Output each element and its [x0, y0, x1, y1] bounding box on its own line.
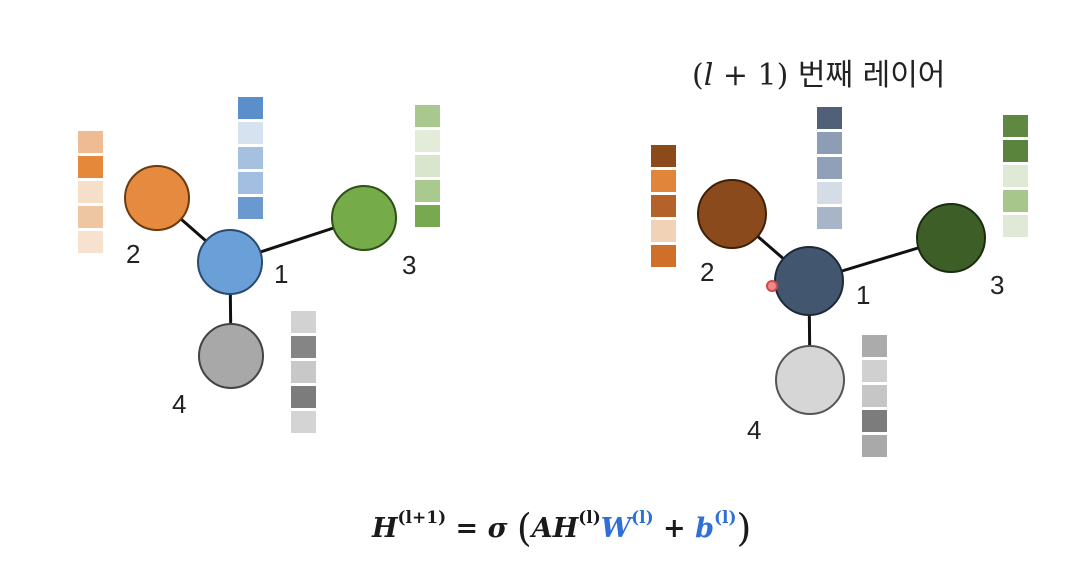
formula-W-sup: (l): [631, 508, 654, 528]
feature-cell: [651, 145, 676, 167]
node-label-3: 3: [990, 270, 1004, 300]
node-3: [916, 203, 986, 273]
node-1: [774, 246, 844, 316]
feature-cell: [291, 336, 316, 358]
title-math-rest: + 1): [713, 58, 789, 93]
node-label-1: 1: [856, 280, 870, 310]
title-var: l: [703, 58, 714, 93]
formula-H: H: [552, 513, 579, 544]
feature-cell: [651, 195, 676, 217]
formula-sigma: σ: [487, 513, 508, 544]
feature-cell: [862, 360, 887, 382]
title-math: (l + 1): [692, 58, 788, 93]
node-label-2: 2: [700, 257, 714, 287]
feature-cell: [862, 410, 887, 432]
feature-cell: [415, 155, 440, 177]
feature-vector-node-2: [651, 145, 676, 267]
feature-cell: [862, 435, 887, 457]
formula-plus: +: [653, 513, 696, 544]
feature-cell: [415, 130, 440, 152]
feature-cell: [78, 156, 103, 178]
feature-cell: [78, 206, 103, 228]
formula-b-sup: (l): [713, 508, 737, 528]
feature-cell: [238, 147, 263, 169]
feature-cell: [78, 181, 103, 203]
node-2: [124, 165, 190, 231]
feature-cell: [862, 335, 887, 357]
gcn-formula: H(l+1) = σ (AH(l)W(l) + b(l)): [372, 506, 751, 550]
title-paren-open: (: [692, 58, 704, 93]
feature-cell: [291, 386, 316, 408]
feature-cell: [415, 105, 440, 127]
formula-b: b: [695, 513, 714, 544]
graph-layer-l-plus-1: 2 1 3 4: [651, 107, 1028, 457]
feature-cell: [1003, 140, 1028, 162]
feature-cell: [817, 132, 842, 154]
feature-cell: [862, 385, 887, 407]
formula-paren-open: (: [516, 506, 532, 550]
feature-cell: [1003, 115, 1028, 137]
feature-cell: [291, 361, 316, 383]
feature-cell: [817, 157, 842, 179]
node-label-1: 1: [274, 259, 288, 289]
feature-cell: [238, 172, 263, 194]
title-korean: 번째 레이어: [788, 58, 946, 93]
formula-paren-close: ): [736, 506, 752, 550]
feature-cell: [415, 180, 440, 202]
feature-cell: [1003, 215, 1028, 237]
feature-vector-node-3: [415, 105, 440, 227]
feature-cell: [78, 131, 103, 153]
node-label-4: 4: [747, 415, 761, 445]
feature-vector-node-4: [291, 311, 316, 433]
feature-cell: [817, 182, 842, 204]
feature-vector-node-1: [817, 107, 842, 229]
feature-cell: [817, 207, 842, 229]
feature-vector-node-2: [78, 131, 103, 253]
feature-cell: [1003, 190, 1028, 212]
formula-equals: =: [446, 513, 488, 544]
node-label-3: 3: [402, 250, 416, 280]
feature-vector-node-4: [862, 335, 887, 457]
feature-cell: [238, 197, 263, 219]
feature-cell: [415, 205, 440, 227]
node-3: [331, 185, 397, 251]
node-label-4: 4: [172, 389, 186, 419]
node-4: [198, 323, 264, 389]
formula-H-sup: (l): [578, 508, 601, 528]
feature-cell: [291, 411, 316, 433]
feature-cell: [1003, 165, 1028, 187]
cursor-dot-icon: [766, 280, 778, 292]
formula-lhs: H: [372, 513, 398, 544]
feature-cell: [817, 107, 842, 129]
formula-lhs-sup: (l+1): [397, 508, 447, 528]
feature-cell: [651, 170, 676, 192]
layer-title: (l + 1) 번째 레이어: [692, 50, 945, 94]
feature-cell: [291, 311, 316, 333]
formula-W: W: [600, 513, 632, 544]
formula-A: A: [531, 513, 553, 544]
feature-cell: [651, 245, 676, 267]
node-2: [697, 179, 767, 249]
feature-cell: [238, 122, 263, 144]
feature-cell: [238, 97, 263, 119]
feature-vector-node-3: [1003, 115, 1028, 237]
node-1: [197, 229, 263, 295]
node-4: [775, 345, 845, 415]
feature-vector-node-1: [238, 97, 263, 219]
feature-cell: [78, 231, 103, 253]
graph-layer-l: 2 1 3 4: [78, 97, 440, 433]
feature-cell: [651, 220, 676, 242]
node-label-2: 2: [126, 239, 140, 269]
